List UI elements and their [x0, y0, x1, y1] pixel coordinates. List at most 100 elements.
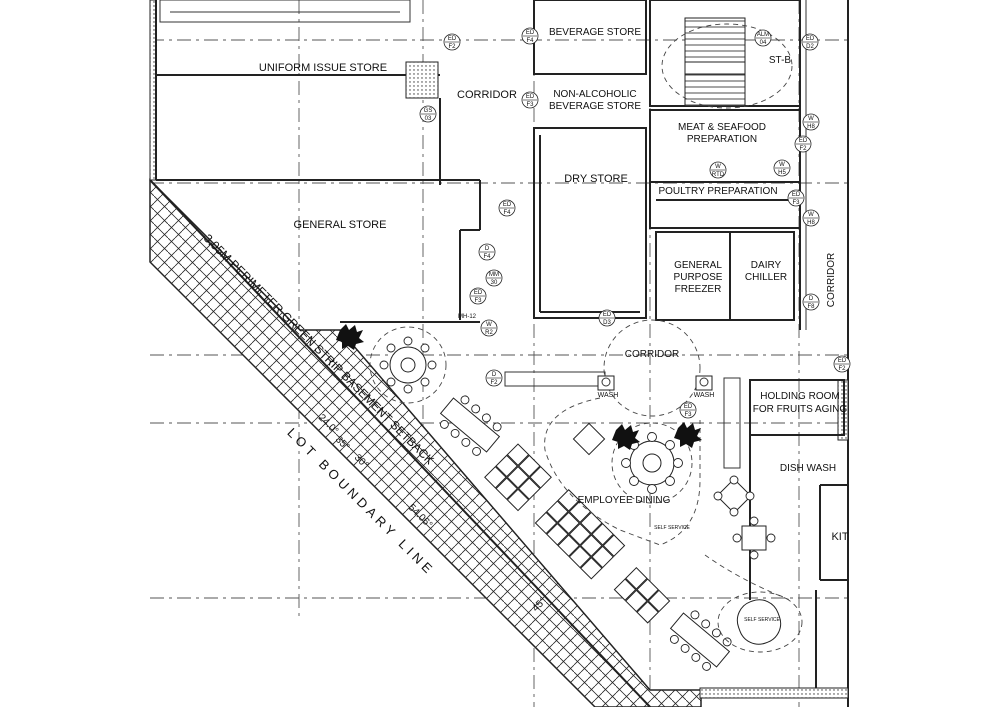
door-tag: DF4: [478, 243, 496, 261]
door-tag-code: 30: [491, 280, 498, 286]
room-holding-2: FOR FRUITS AGING: [753, 404, 848, 415]
lot-boundary-line: [149, 179, 651, 707]
self-service-island: [717, 591, 803, 653]
room-dairy-chiller: DAIRY: [751, 260, 782, 271]
room-labels: UNIFORM ISSUE STORE CORRIDOR BEVERAGE ST…: [259, 27, 849, 543]
room-dish-wash: DISH WASH: [780, 463, 836, 474]
door-tag: D F2: [485, 369, 503, 387]
room-gp-freezer-2: PURPOSE: [674, 272, 723, 283]
door-tag-type: D: [492, 372, 497, 378]
door-tag-code: H8: [807, 220, 815, 226]
room-dry-store: DRY STORE: [564, 173, 628, 185]
door-tag-type: ED: [838, 358, 847, 364]
round-table-center: [611, 422, 693, 504]
door-tag: D F8: [802, 293, 820, 311]
door-tag: W R2: [480, 319, 498, 337]
door-tag: ED F2: [443, 33, 461, 51]
door-tag-type: W: [779, 162, 785, 168]
room-meat-seafood-2: PREPARATION: [687, 134, 757, 145]
corridor-turning-circle: [603, 319, 701, 417]
door-tag-code: 04: [760, 40, 767, 46]
room-holding: HOLDING ROOM: [760, 391, 839, 402]
door-tag-code: F3: [474, 298, 482, 304]
room-employee-dining: EMPLOYEE DINING: [578, 495, 671, 506]
wash-label-1: WASH: [598, 392, 619, 399]
door-tag-type: ED: [603, 312, 612, 318]
room-dairy-chiller-2: CHILLER: [745, 272, 787, 283]
door-tag-code: F4: [483, 254, 491, 260]
door-tag: ED F4: [498, 199, 516, 217]
door-tag-type: MM: [489, 272, 499, 278]
door-tag-code: F8: [807, 304, 815, 310]
door-tag: ED D3: [598, 309, 616, 327]
door-tag-type: ALM: [757, 32, 769, 38]
bench-table-2: [669, 610, 732, 671]
door-tag-type: W: [715, 164, 721, 170]
door-tag: MM 30: [485, 269, 503, 287]
square-table-3: [572, 422, 606, 456]
self-service-label-2: SELF SERVICE: [744, 617, 780, 623]
door-tag: GS 03: [419, 105, 437, 123]
door-tag: ED F2: [794, 135, 812, 153]
door-tag-code: F4: [503, 210, 511, 216]
door-tag-code: F2: [838, 366, 846, 372]
room-gp-freezer-3: FREEZER: [675, 284, 722, 295]
door-tag-type: ED: [684, 404, 693, 410]
wash-basin-2: [695, 375, 713, 391]
door-tag-type: ED: [792, 192, 801, 198]
round-table-west: [369, 326, 447, 404]
door-tag-code: F3: [792, 200, 800, 206]
stair-b: [661, 17, 793, 109]
room-corridor-north: CORRIDOR: [457, 89, 517, 101]
room-stair: ST-B: [769, 55, 792, 66]
door-tag-type: ED: [474, 290, 483, 296]
room-non-alcoholic-2: BEVERAGE STORE: [549, 101, 641, 112]
door-tag-code: F3: [526, 102, 534, 108]
room-general-store: GENERAL STORE: [294, 219, 387, 231]
door-tag: ED F2: [833, 355, 851, 373]
door-tag-type: ED: [503, 202, 512, 208]
door-tag-code: H5: [778, 170, 786, 176]
door-tag-code: 03: [425, 116, 432, 122]
door-tag-code: F2: [799, 146, 807, 152]
door-tag-code: RTD: [712, 172, 725, 178]
room-poultry: POULTRY PREPARATION: [658, 186, 777, 197]
door-tag: W H5: [773, 159, 791, 177]
door-tag-code: F4: [526, 38, 534, 44]
door-tag: ED F3: [787, 189, 805, 207]
square-table-2: [732, 516, 776, 560]
door-tag-type: W: [808, 212, 814, 218]
door-tag: W H8: [802, 113, 820, 131]
door-tag-code: F3: [684, 412, 692, 418]
room-kitchen-partial: KIT: [831, 531, 848, 543]
door-tag-type: ED: [448, 36, 457, 42]
wash-label-2: WASH: [694, 392, 715, 399]
door-tag-type: ED: [526, 30, 535, 36]
door-tag-code: H8: [807, 124, 815, 130]
door-tag-code: D3: [603, 320, 611, 326]
room-non-alcoholic: NON-ALCOHOLIC: [553, 89, 636, 100]
room-gp-freezer: GENERAL: [674, 260, 722, 271]
seating-grid-3: [613, 567, 671, 624]
door-tag-code: D2: [806, 44, 814, 50]
door-tag-code: F2: [448, 44, 456, 50]
door-tag-code: R2: [485, 330, 493, 336]
room-meat-seafood: MEAT & SEAFOOD: [678, 122, 766, 133]
door-tag-type: ED: [526, 94, 535, 100]
door-tag-code: F2: [490, 380, 498, 386]
door-tag-type: W: [808, 116, 814, 122]
door-tag: W RTD: [709, 161, 727, 179]
door-tag: ED F3: [469, 287, 487, 305]
wash-basin-1: [597, 375, 615, 391]
door-tag-type: W: [486, 322, 492, 328]
door-tag-type: GS: [424, 108, 433, 114]
door-tag-type: ED: [799, 138, 808, 144]
plant-icon: [336, 324, 702, 450]
door-tag: W H8: [802, 209, 820, 227]
seating-grid-2: [534, 489, 626, 580]
door-tag-type: D: [809, 296, 814, 302]
queue-path: [544, 397, 701, 546]
